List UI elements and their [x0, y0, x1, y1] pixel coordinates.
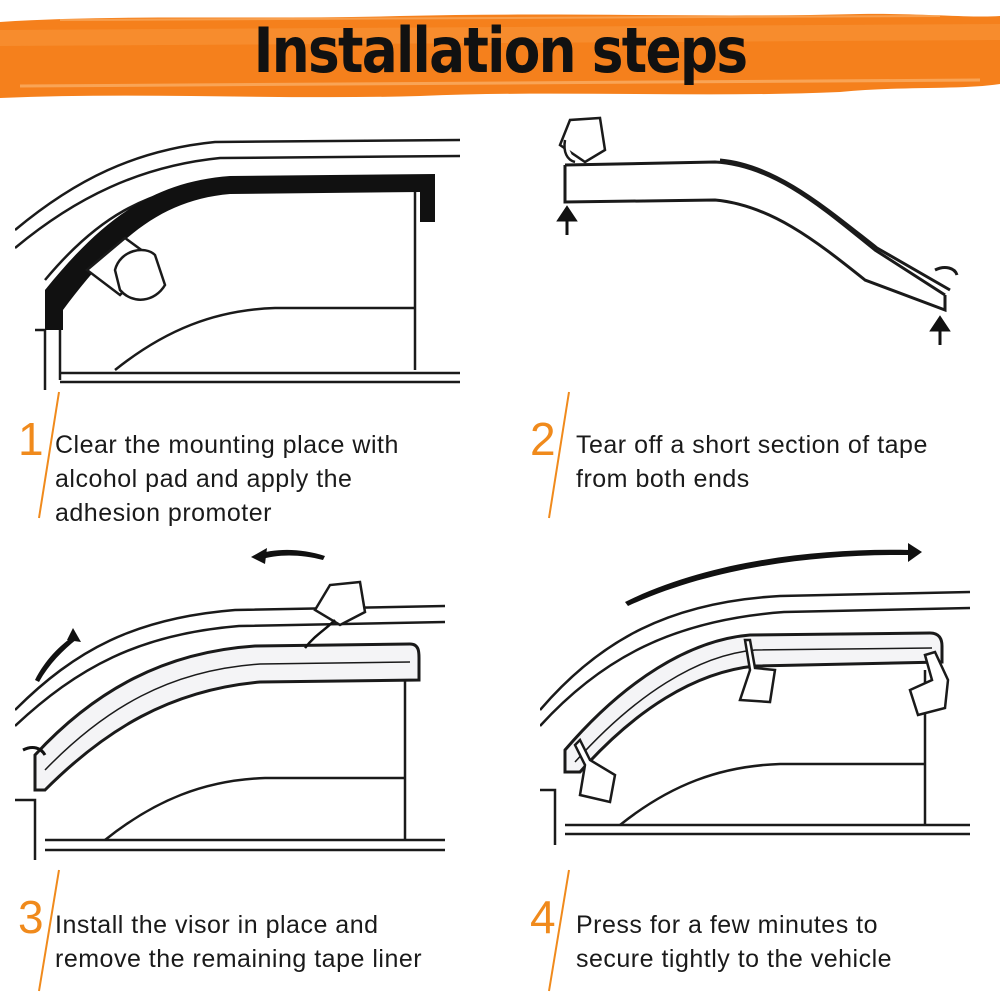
step-3: 3 Install the visor in place and remove … — [0, 868, 500, 996]
step1-illustration — [15, 138, 461, 390]
divider-slash — [38, 391, 60, 519]
divider-slash — [548, 869, 570, 992]
step-number: 3 — [18, 891, 44, 943]
title-banner — [0, 13, 1000, 98]
step-number: 2 — [530, 413, 556, 465]
step-2: 2 Tear off a short section of tape from … — [520, 390, 1000, 530]
step-description: Press for a few minutes to secure tightl… — [576, 911, 893, 973]
step-4: 4 Press for a few minutes to secure tigh… — [520, 868, 1000, 996]
step-number: 1 — [18, 413, 44, 465]
step-description: Install the visor in place and remove th… — [55, 911, 423, 973]
divider-slash — [548, 391, 570, 519]
step4-illustration — [540, 543, 971, 845]
step-description: Clear the mounting place with alcohol pa… — [55, 431, 399, 527]
step-number: 4 — [530, 891, 556, 943]
step2-illustration — [556, 116, 959, 345]
step3-illustration — [15, 548, 446, 860]
step-1: 1 Clear the mounting place with alcohol … — [0, 390, 500, 530]
page-title: Installation steps — [253, 14, 749, 87]
divider-slash — [38, 869, 60, 992]
step-description: Tear off a short section of tape from bo… — [576, 431, 928, 493]
